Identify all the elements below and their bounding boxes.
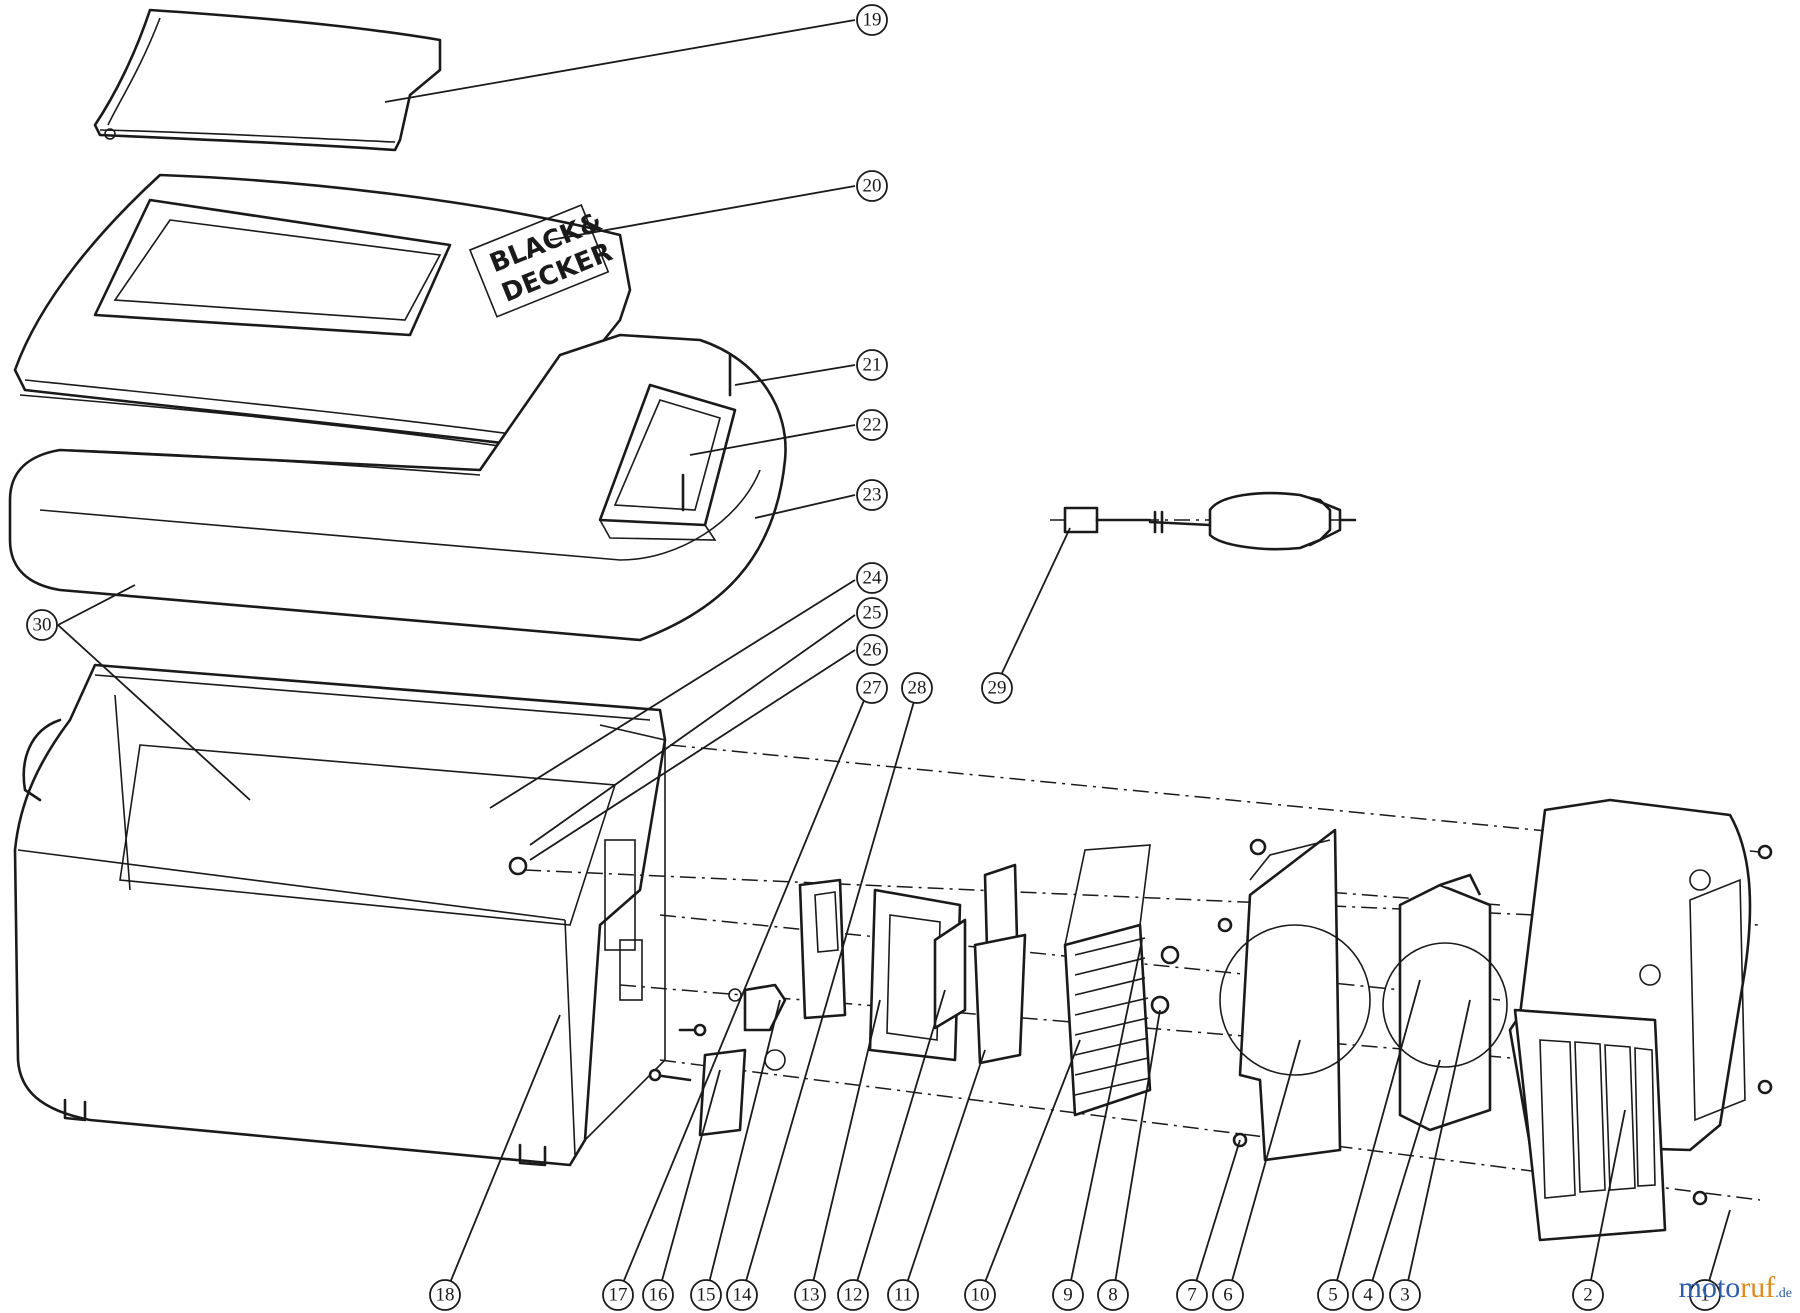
svg-text:15: 15 [697,1285,716,1306]
watermark-part1: moto [1678,1271,1741,1304]
callout-24: 24 [856,562,888,594]
svg-text:9: 9 [1063,1285,1073,1306]
svg-text:19: 19 [863,10,882,31]
svg-text:20: 20 [863,176,882,197]
svg-text:2: 2 [1583,1285,1593,1306]
svg-text:23: 23 [863,485,882,506]
screws [508,838,1773,1206]
part-base-container [13,663,667,1167]
svg-text:17: 17 [609,1285,628,1306]
svg-text:1: 1 [1700,1285,1710,1306]
svg-text:5: 5 [1328,1285,1338,1306]
callout-28: 28 [901,672,933,704]
part-frame-11 [973,863,1027,1065]
svg-text:10: 10 [971,1285,990,1306]
callout-2: 2 [1572,1279,1604,1311]
callout-22: 22 [856,409,888,441]
part-mount-plate [798,878,847,1020]
callout-1: 1 [1689,1279,1721,1311]
part-fan-bracket [1219,828,1371,1162]
svg-text:22: 22 [863,415,882,436]
callout-25: 25 [856,597,888,629]
callout-18: 18 [429,1279,461,1311]
svg-text:25: 25 [863,603,882,624]
callout-20: 20 [856,170,888,202]
callout-10: 10 [964,1279,996,1311]
leader-lines [57,19,1731,1296]
callout-12: 12 [837,1279,869,1311]
callout-7: 7 [1176,1279,1208,1311]
part-thermal-pad [933,918,967,1030]
callout-13: 13 [794,1279,826,1311]
svg-text:26: 26 [863,640,882,661]
svg-text:6: 6 [1223,1285,1233,1306]
svg-text:16: 16 [649,1285,668,1306]
svg-text:8: 8 [1108,1285,1118,1306]
callout-9: 9 [1052,1279,1084,1311]
svg-text:29: 29 [988,678,1007,699]
callout-27: 27 [856,672,888,704]
part-lid-frame [8,333,787,642]
callout-21: 21 [856,349,888,381]
callout-19: 19 [856,4,888,36]
svg-text:28: 28 [908,678,927,699]
part-upper-lid: BLACK& DECKER [13,173,632,456]
callout-15: 15 [690,1279,722,1311]
svg-text:24: 24 [863,568,883,589]
brand-logo: BLACK& DECKER [468,204,617,318]
svg-text:21: 21 [863,355,882,376]
svg-text:11: 11 [894,1285,912,1306]
svg-text:13: 13 [801,1285,820,1306]
part-rear-housing [1508,798,1752,1242]
callout-30: 30 [26,609,58,641]
part-power-cord [1050,491,1360,551]
svg-text:7: 7 [1187,1285,1197,1306]
callout-5: 5 [1317,1279,1349,1311]
svg-text:30: 30 [33,615,52,636]
callout-17: 17 [602,1279,634,1311]
callout-29: 29 [981,672,1013,704]
part-fan [1382,873,1508,1132]
callout-11: 11 [887,1279,919,1311]
callout-3: 3 [1389,1279,1421,1311]
svg-text:27: 27 [863,678,882,699]
callout-26: 26 [856,634,888,666]
watermark: motoruf.de [1679,1271,1792,1305]
svg-text:14: 14 [733,1285,753,1306]
watermark-part2: ruf [1740,1271,1776,1304]
svg-text:12: 12 [844,1285,863,1306]
svg-text:4: 4 [1363,1285,1373,1306]
callout-4: 4 [1352,1279,1384,1311]
part-heatsink [1063,844,1152,1117]
part-lid-cover [93,8,442,152]
callout-6: 6 [1212,1279,1244,1311]
callout-23: 23 [856,479,888,511]
watermark-part3: .de [1775,1286,1792,1301]
svg-text:18: 18 [436,1285,455,1306]
callout-8: 8 [1097,1279,1129,1311]
callout-14: 14 [726,1279,758,1311]
callout-16: 16 [642,1279,674,1311]
svg-text:3: 3 [1400,1285,1410,1306]
